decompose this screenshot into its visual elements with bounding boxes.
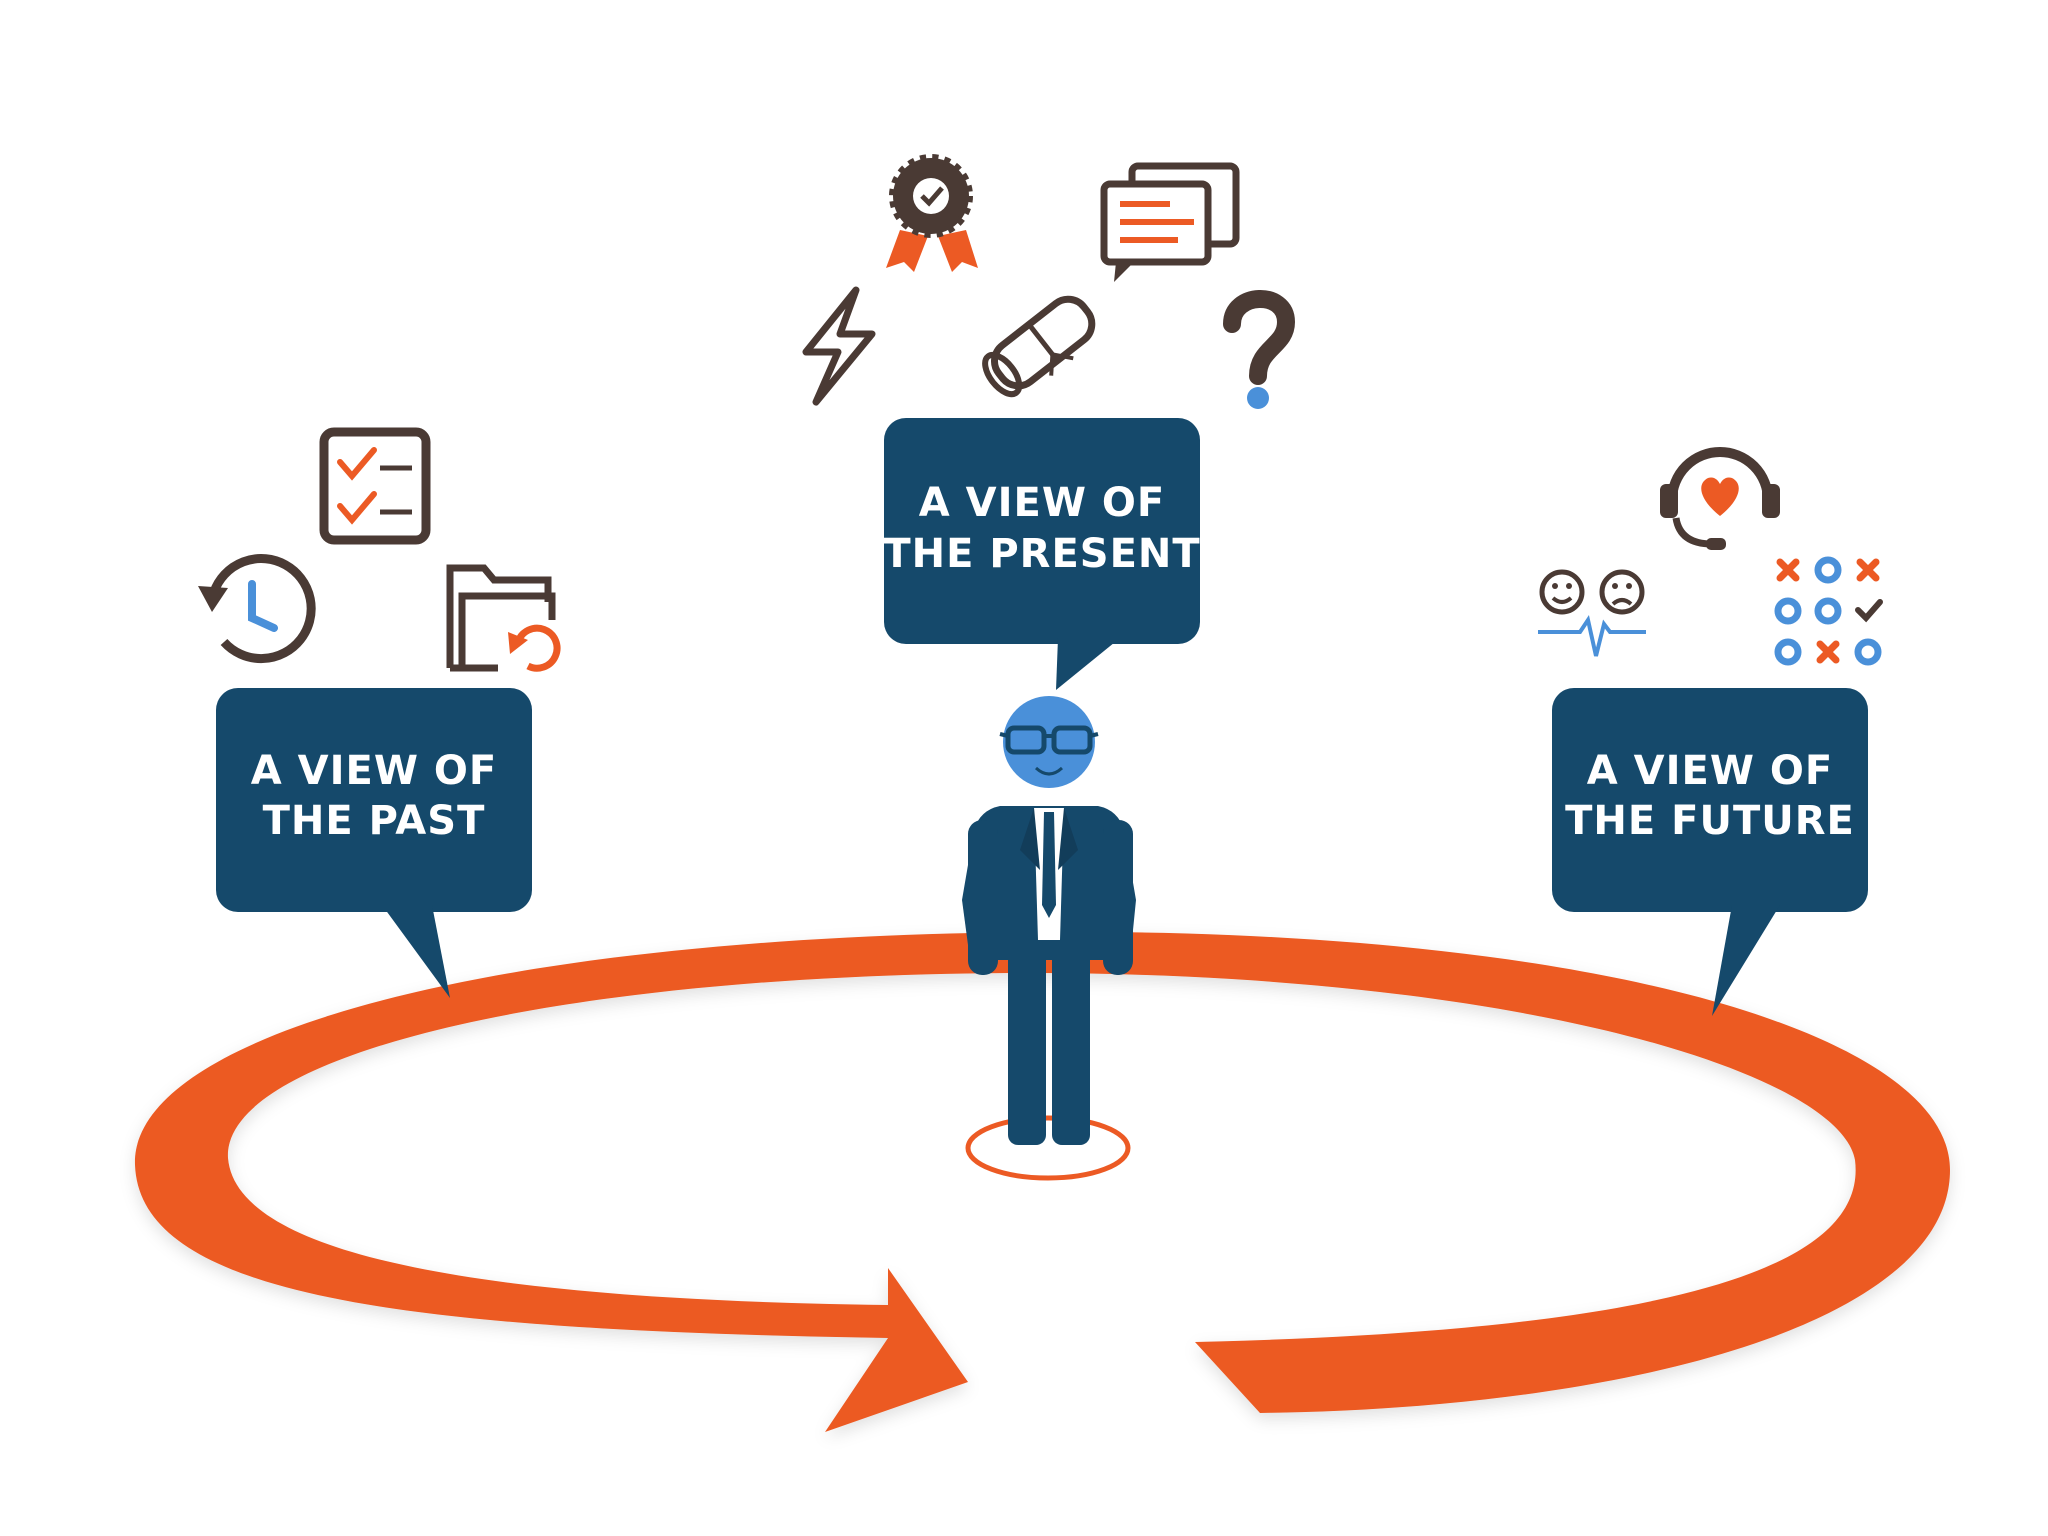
cycle-arrowhead [825,1268,968,1432]
folder-restore-icon [450,568,557,668]
lightning-icon [806,290,872,402]
smiley-pulse-icon [1538,572,1646,656]
label-future-line2: THE FUTURE [1565,798,1855,844]
clock-history-icon [198,559,311,659]
tic-tac-toe-icon [1778,560,1880,662]
diploma-icon [979,291,1105,406]
label-present-line2: THE PRESENT [883,531,1200,577]
question-mark-icon [1232,299,1286,409]
bubble-past: A VIEW OF THE PAST [216,688,532,998]
award-badge-icon [886,158,978,272]
label-past-line1: A VIEW OF [251,748,497,794]
label-future-line1: A VIEW OF [1587,748,1833,794]
chat-bubbles-icon [1104,166,1236,282]
person-base-ring [968,1118,1128,1178]
checklist-icon [324,432,426,540]
bubble-present: A VIEW OF THE PRESENT [883,418,1200,690]
bubble-future: A VIEW OF THE FUTURE [1552,688,1868,1016]
label-present-line1: A VIEW OF [919,480,1165,526]
person-figure [962,696,1136,1145]
headset-heart-icon [1660,452,1780,550]
label-past-line2: THE PAST [263,798,486,844]
